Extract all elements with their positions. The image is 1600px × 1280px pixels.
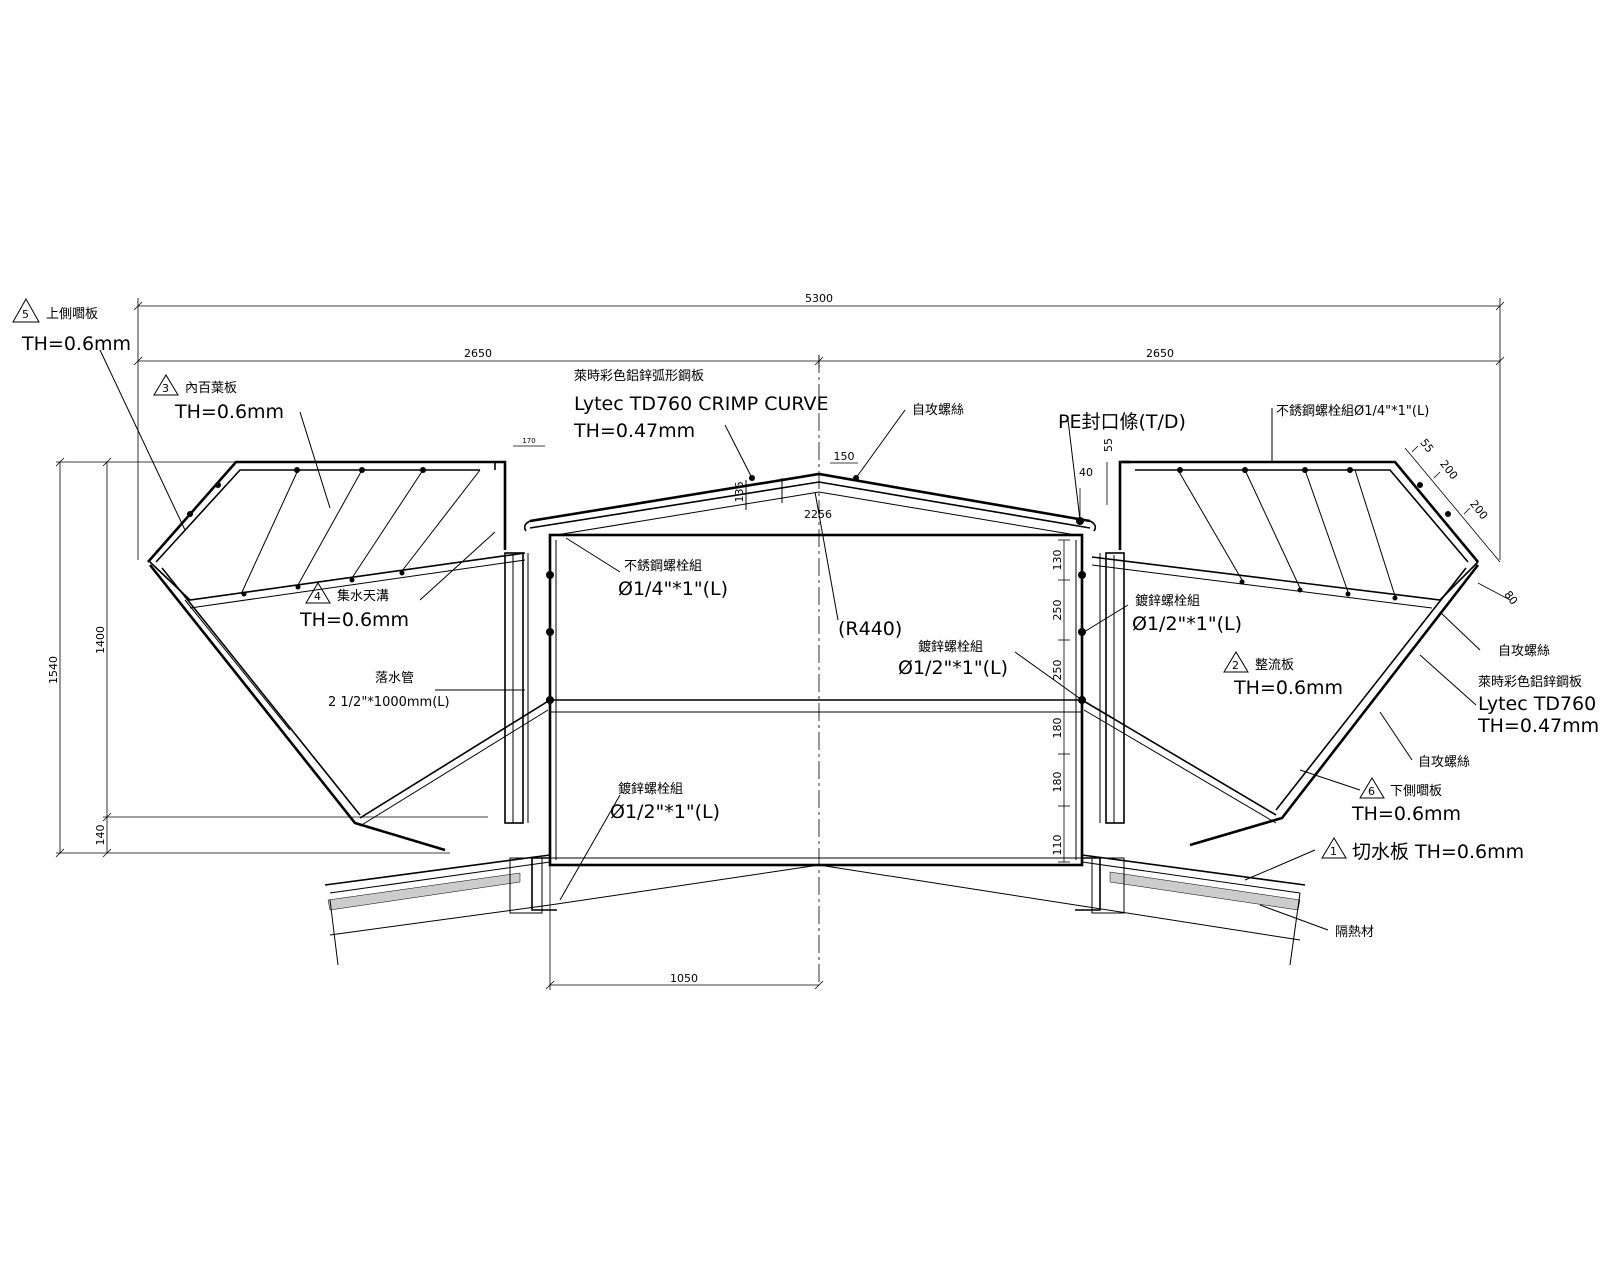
screw-top-label: 自攻螺絲 (912, 403, 964, 418)
dim-right-130: 130 (1051, 550, 1064, 571)
tag4-number: 4 (314, 590, 321, 603)
dim-right-250a: 250 (1051, 600, 1064, 621)
dim-right-40: 40 (1079, 466, 1093, 479)
tag4-name: 集水天溝 (337, 588, 389, 604)
tag6-number: 6 (1368, 785, 1375, 798)
dimension-text: 5300 2650 2650 1540 1400 140 1050 150 22… (47, 292, 1520, 985)
radius-label: (R440) (838, 618, 902, 640)
tag5-triangle (12, 297, 40, 323)
dimension-lines (55, 298, 1511, 990)
insulation-label: 隔熱材 (1335, 925, 1374, 940)
dim-right-80: 80 (1501, 588, 1520, 607)
tag6-name: 下側嚪板 (1390, 784, 1442, 799)
tag3-thickness: TH=0.6mm (174, 401, 284, 423)
dim-top-170: 170 (522, 437, 535, 445)
dim-right-250b: 250 (1051, 660, 1064, 681)
tag2-number: 2 (1232, 659, 1239, 672)
galv-bolt-right-label: 鍍鋅螺栓組 (1135, 593, 1200, 609)
base-roof-and-insulation (324, 854, 1306, 966)
tag3-number: 3 (162, 382, 169, 395)
roof-panel-name-cn: 萊時彩色鋁鋅弧形鋼板 (574, 368, 704, 384)
galv-bolt-mid-size: Ø1/2"*1"(L) (898, 657, 1008, 679)
dim-height-1400: 1400 (94, 626, 107, 654)
annotations: 5 上側嚪板 TH=0.6mm 3 內百葉板 TH=0.6mm 萊時彩色鋁鋅弧形… (12, 297, 1599, 940)
dim-half-left: 2650 (464, 347, 492, 360)
tag4-thickness: TH=0.6mm (299, 609, 409, 631)
tag2-name: 整流板 (1255, 658, 1294, 673)
dim-overall-width: 5300 (805, 292, 833, 305)
screw-right-label-2: 自攻螺絲 (1418, 755, 1470, 770)
dim-height-1540: 1540 (47, 656, 60, 684)
galv-bolt-mid-label: 鍍鋅螺栓組 (918, 639, 983, 655)
downpipe-size: 2 1/2"*1000mm(L) (328, 695, 450, 710)
pe-strip-label: PE封口條(T/D) (1058, 411, 1186, 433)
tag1-number: 1 (1330, 845, 1337, 858)
dim-right-55: 55 (1102, 438, 1115, 452)
dim-ridge-2256: 2256 (804, 508, 832, 521)
tag3-name: 內百葉板 (185, 381, 237, 396)
tag1-label: 切水板 TH=0.6mm (1352, 841, 1524, 863)
leader-lines (99, 349, 1481, 931)
downpipe-label: 落水管 (375, 671, 414, 686)
dim-right-55b: 55 (1417, 436, 1436, 455)
dim-half-right: 2650 (1146, 347, 1174, 360)
roof-panel-name-en: Lytec TD760 CRIMP CURVE (574, 393, 829, 415)
tag5-thickness: TH=0.6mm (21, 333, 131, 355)
lytec-right-cn: 萊時彩色鋁鋅鋼板 (1478, 674, 1582, 690)
tag6-triangle (1359, 777, 1385, 799)
roof-panel-thickness: TH=0.47mm (573, 420, 695, 442)
tag2-triangle (1223, 651, 1249, 673)
dim-right-110: 110 (1051, 835, 1064, 856)
galv-bolt-low-size: Ø1/2"*1"(L) (610, 801, 720, 823)
dim-right-200b: 200 (1467, 498, 1490, 523)
dim-height-140: 140 (94, 825, 107, 846)
tag3-triangle (153, 374, 179, 396)
dim-ridge-150: 150 (834, 450, 855, 463)
tag4-triangle (305, 582, 331, 604)
dim-right-200a: 200 (1437, 458, 1460, 483)
dim-right-180a: 180 (1051, 718, 1064, 739)
tag5-number: 5 (22, 308, 29, 321)
ss-bolt-right-label: 不銹鋼螺栓組Ø1/4"*1"(L) (1276, 404, 1429, 419)
tag2-thickness: TH=0.6mm (1233, 677, 1343, 699)
dim-right-180b: 180 (1051, 772, 1064, 793)
ss-bolt-center-size: Ø1/4"*1"(L) (618, 578, 728, 600)
tag5-name: 上側嚪板 (46, 307, 98, 322)
dim-bottom-1050: 1050 (670, 972, 698, 985)
galv-bolt-low-label: 鍍鋅螺栓組 (618, 781, 683, 797)
tag6-thickness: TH=0.6mm (1351, 803, 1461, 825)
tag1-triangle (1321, 837, 1347, 859)
lytec-right-thickness: TH=0.47mm (1477, 715, 1599, 737)
ss-bolt-center-label: 不銹鋼螺栓組 (624, 559, 702, 574)
lytec-right-en: Lytec TD760 (1478, 693, 1596, 715)
screw-right-label-1: 自攻螺絲 (1498, 644, 1550, 659)
galv-bolt-right-size: Ø1/2"*1"(L) (1132, 613, 1242, 635)
dim-136: 136 (733, 482, 746, 503)
